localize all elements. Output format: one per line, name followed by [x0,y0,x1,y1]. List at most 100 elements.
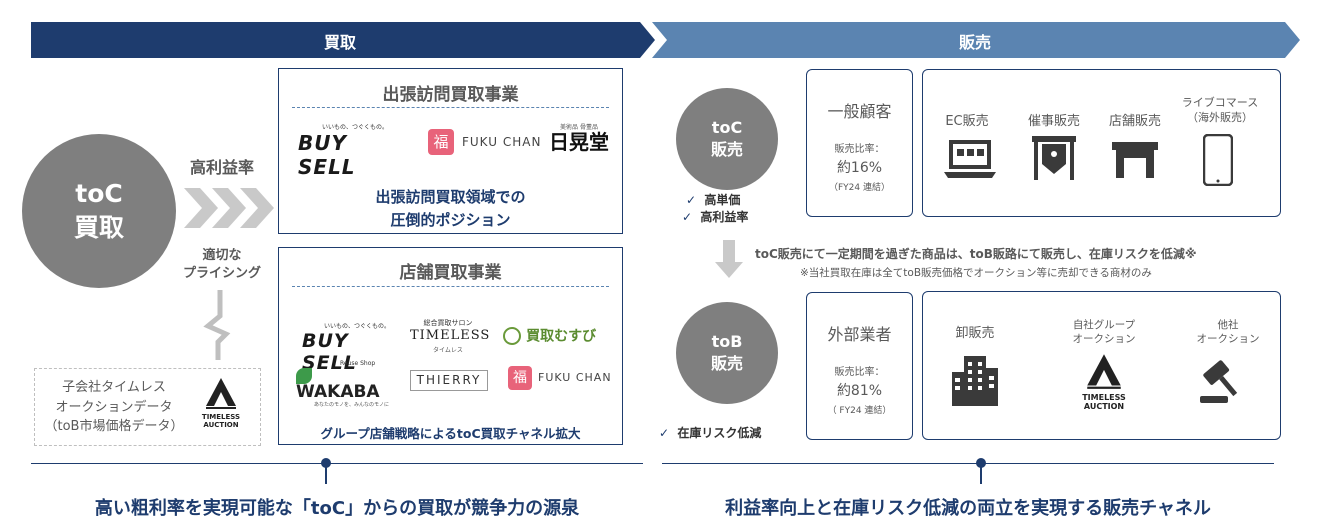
timeless-salon-small: 総合買取サロン [423,319,473,327]
pricing-line1: 適切な [202,248,242,263]
external-ratio-label: 販売比率： [834,367,885,378]
store-fukuchan-wordmark: FUKU CHAN [538,371,612,384]
group-auction-logo-line2: AUCTION [1083,401,1125,411]
wakaba-small: Reuse Shop [340,360,376,367]
wakaba-sub: あなたのモノを、みんなのモノに [314,401,390,408]
store-buysell-tagline: いいもの、つぐくもの。 [324,323,391,330]
check-icon: ✓ [686,193,697,207]
musubi-logo: 買取むすび [503,325,613,346]
general-customer-box [806,69,913,217]
banner-sales-label: 販売 [958,33,991,52]
wholesale-label: 卸販売 [955,326,995,341]
live-commerce-label: ライブコマース （海外販売） [1172,96,1268,126]
external-vendor-title: 外部業者 [827,325,892,344]
timeless-auction-logo-line1: TIMELESS [201,413,241,421]
transition-footnote: ※当社買取在庫は全てtoB販売価格でオークション等に売却できる商材のみ [800,267,1152,279]
live-commerce-line1: ライブコマース [1181,96,1259,109]
right-footer-text: 利益率向上と在庫リスク低減の両立を実現する販売チャネル [725,498,1211,519]
auction-data-line3: （toB市場価格データ） [44,419,184,434]
timeless-salon-logo: 総合買取サロン TIMELESS タイムレス [410,318,491,354]
store-purchase-box [278,247,623,445]
group-auction-logo-line1: TIMELESS [1082,393,1126,402]
down-arrow-icon [715,240,743,278]
timeless-auction-mark-icon-2 [1087,354,1121,389]
visit-divider [292,107,609,108]
right-footer-dot [976,458,986,468]
banner-arrows [31,22,1300,58]
musubi-wordmark: 買取むすび [526,328,597,345]
buysell-tagline: いいもの、つぐくもの。 [322,124,389,131]
store-buysell-logo: いいもの、つぐくもの。 BUY SELL [302,321,410,374]
musubi-mark-icon [503,326,521,345]
toc-sales-line2: 販売 [710,140,743,159]
store-caption: グループ店舗戦略によるtoC買取チャネル拡大 [320,426,581,441]
external-ratio-value: 約81% [836,383,883,399]
pricing-label: 適切な プライシング [176,247,268,282]
purchase-banner-arrow [31,22,655,58]
store-fukuchan-mark: 福 [508,366,532,390]
timeless-auction-logo: TIMELESS AUCTION [194,376,248,429]
visit-purchase-box [278,68,623,234]
auction-data-box [34,368,261,446]
left-footer-dot [321,458,331,468]
tob-check-item: ✓ 在庫リスク低減 [659,424,761,441]
laptop-icon [944,140,996,178]
banner-purchase-label: 買取 [323,33,356,52]
smartphone-icon [1203,134,1233,186]
visit-caption-line1: 出張訪問買取領域での [375,188,526,206]
toc-sales-circle: toC 販売 [676,88,778,190]
office-building-icon [952,356,998,406]
timeless-salon-wordmark: TIMELESS [410,328,491,343]
auction-data-line2: オークションデータ [55,399,173,415]
toc-purchase-line1: toC [75,179,123,209]
left-footer-line [31,463,643,464]
thierry-logo: THIERRY [410,370,488,391]
high-margin-label: 高利益率 [189,158,254,177]
right-footer-tick [980,462,982,484]
auction-data-text: 子会社タイムレス オークションデータ （toB市場価格データ） [38,378,190,437]
buysell-logo: いいもの、つぐくもの。 BUY SELL [298,122,406,179]
toc-check-label-2: 高利益率 [700,210,749,225]
external-vendor-box [806,292,913,440]
fukuchan-mark: 福 [428,129,454,155]
live-commerce-line2: （海外販売） [1187,110,1253,124]
left-footer-text: 高い粗利率を実現可能な「toC」からの買取が競争力の源泉 [94,498,580,519]
fukuchan-wordmark: FUKU CHAN [462,135,542,149]
group-auction-label: 自社グループ オークション [1056,318,1152,346]
toc-check-item: ✓ 高単価 [682,192,748,209]
toc-purchase-line2: 買取 [73,213,124,242]
sales-banner-arrow [652,22,1300,58]
ec-sales-label: EC販売 [945,114,989,129]
store-sales-label: 店舗販売 [1108,114,1161,129]
tob-sales-line1: toB [711,332,743,352]
timeless-salon-sub: タイムレス [433,346,463,354]
visit-caption: 出張訪問買取領域での 圧倒的ポジション [278,186,623,233]
toc-purchase-circle: toC 買取 [22,134,176,288]
toc-check-list: ✓ 高単価 ✓ 高利益率 [682,192,748,227]
timeless-auction-logo-line2: AUCTION [203,420,239,429]
left-footer-tick [325,462,327,484]
group-auction-line1: 自社グループ [1072,319,1136,331]
lightning-connector-icon [203,290,231,360]
tob-check-label: 在庫リスク低減 [677,426,762,440]
tob-sales-line2: 販売 [710,354,743,373]
right-footer-line [662,463,1274,464]
external-ratio-note: （ FY24 連結） [827,406,892,416]
other-auction-label: 他社 オークション [1180,318,1276,346]
nikkodo-wordmark: 日晃堂 [549,130,609,154]
store-divider [292,286,609,287]
other-auction-line2: オークション [1196,333,1260,346]
nikkodo-logo: 美術品 骨董品 日晃堂 [548,122,610,153]
wakaba-leaf-icon [296,367,312,384]
nikkodo-small: 美術品 骨董品 [560,124,598,131]
general-ratio-note: （FY24 連結） [829,183,890,193]
wakaba-wordmark: WAKABA [296,381,380,402]
toc-check-label-1: 高単価 [704,193,741,207]
event-stall-icon [1032,136,1076,180]
wakaba-logo: Reuse Shop WAKABA あなたのモノを、みんなのモノに [296,360,400,408]
general-customer-title: 一般顧客 [827,102,892,121]
chevron-arrows-icon [184,188,274,228]
auction-data-line1: 子会社タイムレス [62,380,166,395]
store-purchase-title: 店舗買取事業 [399,263,502,283]
group-auction-logo: TIMELESS AUCTION [1072,352,1136,412]
